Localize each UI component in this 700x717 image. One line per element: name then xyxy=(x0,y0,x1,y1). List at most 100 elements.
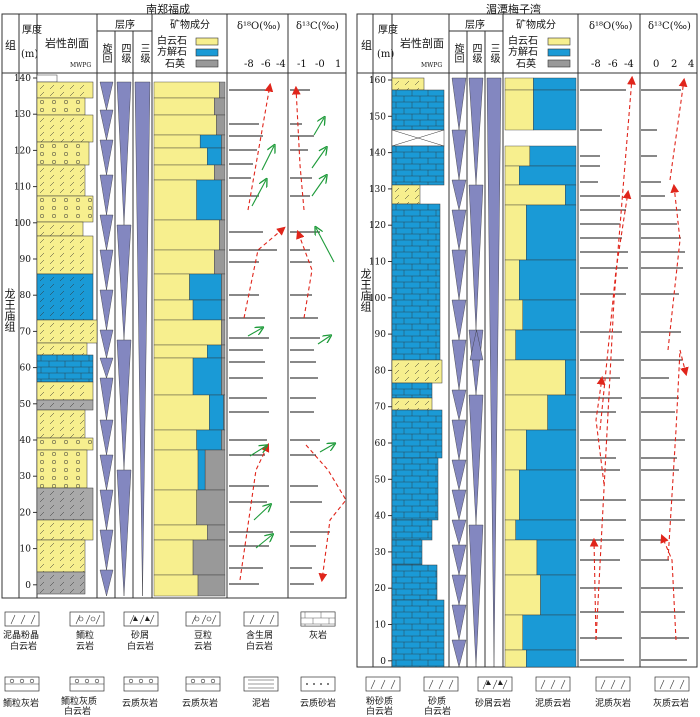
trend-arrow xyxy=(660,533,677,641)
sequence-triangle xyxy=(99,81,114,111)
depth-label: 40 xyxy=(375,512,387,522)
depth-label: 90 xyxy=(375,330,387,340)
sequence-triangle xyxy=(99,454,114,491)
right-lithology-column xyxy=(391,77,445,668)
lithology-legend-symbols xyxy=(4,611,690,692)
dolomite-bar xyxy=(153,319,222,346)
legend-label: 泥质云岩 xyxy=(535,699,572,709)
dolomite-bar xyxy=(153,219,220,251)
depth-label: 60 xyxy=(375,439,387,449)
sequence-triangle xyxy=(99,377,114,421)
dolomite-bar xyxy=(504,165,520,186)
right-col-sequence: 层序 xyxy=(465,20,485,31)
dolomite-bar xyxy=(504,519,516,541)
dolomite-bar xyxy=(504,539,538,576)
right-col-mwpg: MWPG xyxy=(421,62,443,69)
depth-label: 0 xyxy=(25,581,31,591)
legend-label: 云岩 xyxy=(76,642,95,652)
sequence-triangle xyxy=(451,129,467,181)
left-swatch-dolomite xyxy=(195,37,219,46)
sequence-triangle xyxy=(99,419,114,456)
depth-label: 80 xyxy=(375,366,387,376)
depth-label: 150 xyxy=(369,112,386,122)
trend-arrow-green xyxy=(311,148,326,169)
dolomite-bar xyxy=(153,273,190,301)
sequence-triangle xyxy=(99,329,114,359)
sequence-triangle xyxy=(451,519,467,546)
legend-label: 白云岩 xyxy=(424,707,452,717)
left-col-minerals: 矿物成分 xyxy=(170,20,210,31)
calcite-bar xyxy=(207,344,222,359)
legend-label: 泥晶粉晶 xyxy=(3,631,40,641)
dolomite-bar xyxy=(504,204,527,261)
calcite-bar xyxy=(515,329,577,361)
sequence-triangle xyxy=(99,109,114,141)
sequence-triangle xyxy=(468,77,484,186)
dolomite-bar xyxy=(153,147,208,166)
legend-label: 云质灰岩 xyxy=(122,699,159,709)
sequence-triangle xyxy=(99,249,114,291)
right-mineral-column xyxy=(504,77,577,668)
right-d18o-tick-2: -6 xyxy=(608,59,618,70)
legend-label: 灰岩 xyxy=(309,631,328,641)
dolomite-bar xyxy=(153,134,201,149)
left-col-thickness: 厚度 xyxy=(22,25,42,36)
calcite-bar xyxy=(519,165,577,186)
dolomite-bar xyxy=(153,97,215,116)
sequence-triangle xyxy=(99,174,114,216)
trend-arrow-green xyxy=(319,444,334,453)
dolomite-bar xyxy=(504,469,520,521)
right-col-minerals: 矿物成分 xyxy=(516,20,556,31)
legend-label: 白云岩 xyxy=(10,642,38,652)
dolomite-bar xyxy=(504,259,520,301)
legend-label: 云质砂岩 xyxy=(300,699,337,709)
quartz-bar xyxy=(223,394,226,431)
sequence-triangle xyxy=(99,529,114,571)
left-col-cycle: 旋回 xyxy=(100,43,111,63)
right-isotope-columns xyxy=(580,75,689,661)
trend-arrow xyxy=(599,189,632,431)
right-swatch-calcite xyxy=(547,48,571,57)
quartz-bar xyxy=(216,114,226,136)
right-title: 湄潭梅子湾 xyxy=(486,3,541,16)
sequence-triangle xyxy=(451,574,467,606)
calcite-bar xyxy=(526,649,577,668)
depth-label: 20 xyxy=(20,508,32,518)
trend-arrow xyxy=(247,82,274,211)
right-legend-quartz: 石英 xyxy=(516,59,536,70)
calcite-bar xyxy=(533,89,577,131)
dolomite-bar xyxy=(504,359,566,396)
trend-arrow xyxy=(239,443,270,581)
trend-arrow-green xyxy=(249,446,266,457)
depth-label: 60 xyxy=(20,364,32,374)
calcite-bar xyxy=(196,179,222,221)
right-col-d13c: δ¹³C(‰) xyxy=(648,21,691,32)
calcite-bar xyxy=(533,77,577,91)
trend-arrow-green xyxy=(251,180,266,207)
legend-label: 鲕粒 xyxy=(76,631,95,641)
legend-label: 白云岩 xyxy=(366,707,394,717)
sequence-triangle xyxy=(468,394,484,526)
depth-label: 110 xyxy=(14,183,31,193)
sequence-triangle xyxy=(451,299,467,341)
quartz-bar xyxy=(192,539,226,576)
left-frame xyxy=(1,13,347,599)
quartz-bar xyxy=(221,147,226,166)
quartz-bar xyxy=(221,344,226,359)
dolomite-bar xyxy=(153,249,215,275)
legend-label: 白云岩 xyxy=(127,642,155,652)
right-col-lithology: 岩性剖面 xyxy=(400,37,444,50)
calcite-bar xyxy=(536,539,577,576)
sequence-triangle xyxy=(99,569,114,597)
dolomite-bar xyxy=(153,449,199,491)
dolomite-bar xyxy=(153,114,217,136)
right-d13c-tick-3: 4 xyxy=(688,59,695,70)
legend-label: 白云岩 xyxy=(246,642,274,652)
left-d18o-tick-3: -4 xyxy=(276,59,286,70)
left-d13c-tick-2: -0 xyxy=(315,59,325,70)
calcite-bar xyxy=(526,204,577,261)
left-col-third: 三级 xyxy=(138,43,149,63)
legend-label: 灰质云岩 xyxy=(653,699,690,709)
dolomite-bar xyxy=(504,145,531,167)
